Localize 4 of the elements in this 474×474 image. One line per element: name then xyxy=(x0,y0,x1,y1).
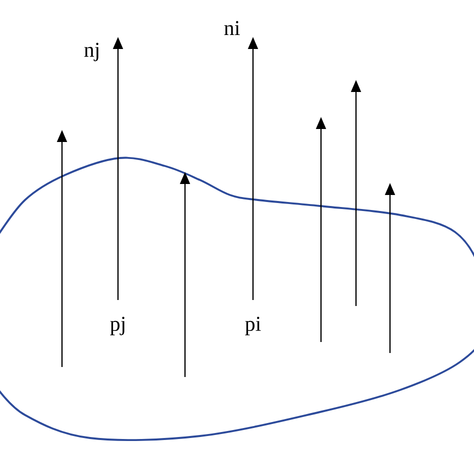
vector-label: pj xyxy=(108,315,128,337)
vector-label: pi xyxy=(243,315,263,337)
vector-label: nj xyxy=(82,41,102,63)
vector-label: ni xyxy=(222,19,242,37)
